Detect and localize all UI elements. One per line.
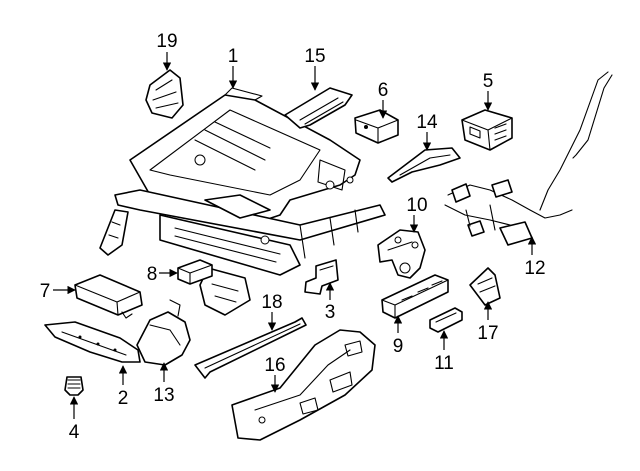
callout-8: 8 xyxy=(147,264,158,285)
part-4-bolt xyxy=(64,376,84,396)
part-7-control-module xyxy=(74,274,143,319)
callout-19: 19 xyxy=(156,31,177,52)
callout-labels: 19 1 15 6 5 14 10 12 8 7 3 18 9 11 17 2 … xyxy=(40,31,546,443)
callout-14: 14 xyxy=(416,112,438,133)
callout-16: 16 xyxy=(264,355,285,376)
callout-3: 3 xyxy=(325,302,336,323)
part-11-switch-knob xyxy=(429,307,463,333)
callout-17: 17 xyxy=(477,323,498,344)
part-17-switch-cover xyxy=(469,267,501,306)
callout-6: 6 xyxy=(378,80,389,101)
part-15-panel xyxy=(284,87,353,129)
part-19-trim-cover xyxy=(145,69,184,119)
part-3-small-bracket xyxy=(304,259,339,295)
callout-13: 13 xyxy=(153,385,174,406)
callout-18: 18 xyxy=(261,292,282,313)
part-8-connector xyxy=(177,259,213,285)
seat-frame-assembly xyxy=(99,87,386,316)
part-9-switch-assembly xyxy=(381,274,449,319)
callout-7: 7 xyxy=(40,281,51,302)
callout-15: 15 xyxy=(304,46,325,67)
part-5-motor xyxy=(461,109,513,151)
callout-2: 2 xyxy=(118,388,129,409)
part-14-bracket-plate xyxy=(387,147,461,183)
callout-1: 1 xyxy=(228,46,239,67)
part-18-trim-strip xyxy=(194,317,307,379)
callout-10: 10 xyxy=(406,195,427,216)
part-10-bracket xyxy=(377,229,426,279)
part-6-module xyxy=(354,109,399,144)
leader-lines xyxy=(53,52,537,419)
part-16-side-shield xyxy=(231,329,376,441)
part-2-rail-shield xyxy=(44,321,141,363)
callout-5: 5 xyxy=(483,71,494,92)
part-12-wiring-harness xyxy=(444,71,613,246)
callout-11: 11 xyxy=(434,353,454,374)
callout-9: 9 xyxy=(393,336,404,357)
part-13-side-cover xyxy=(136,299,191,366)
callout-4: 4 xyxy=(69,422,80,443)
callout-12: 12 xyxy=(524,258,545,279)
